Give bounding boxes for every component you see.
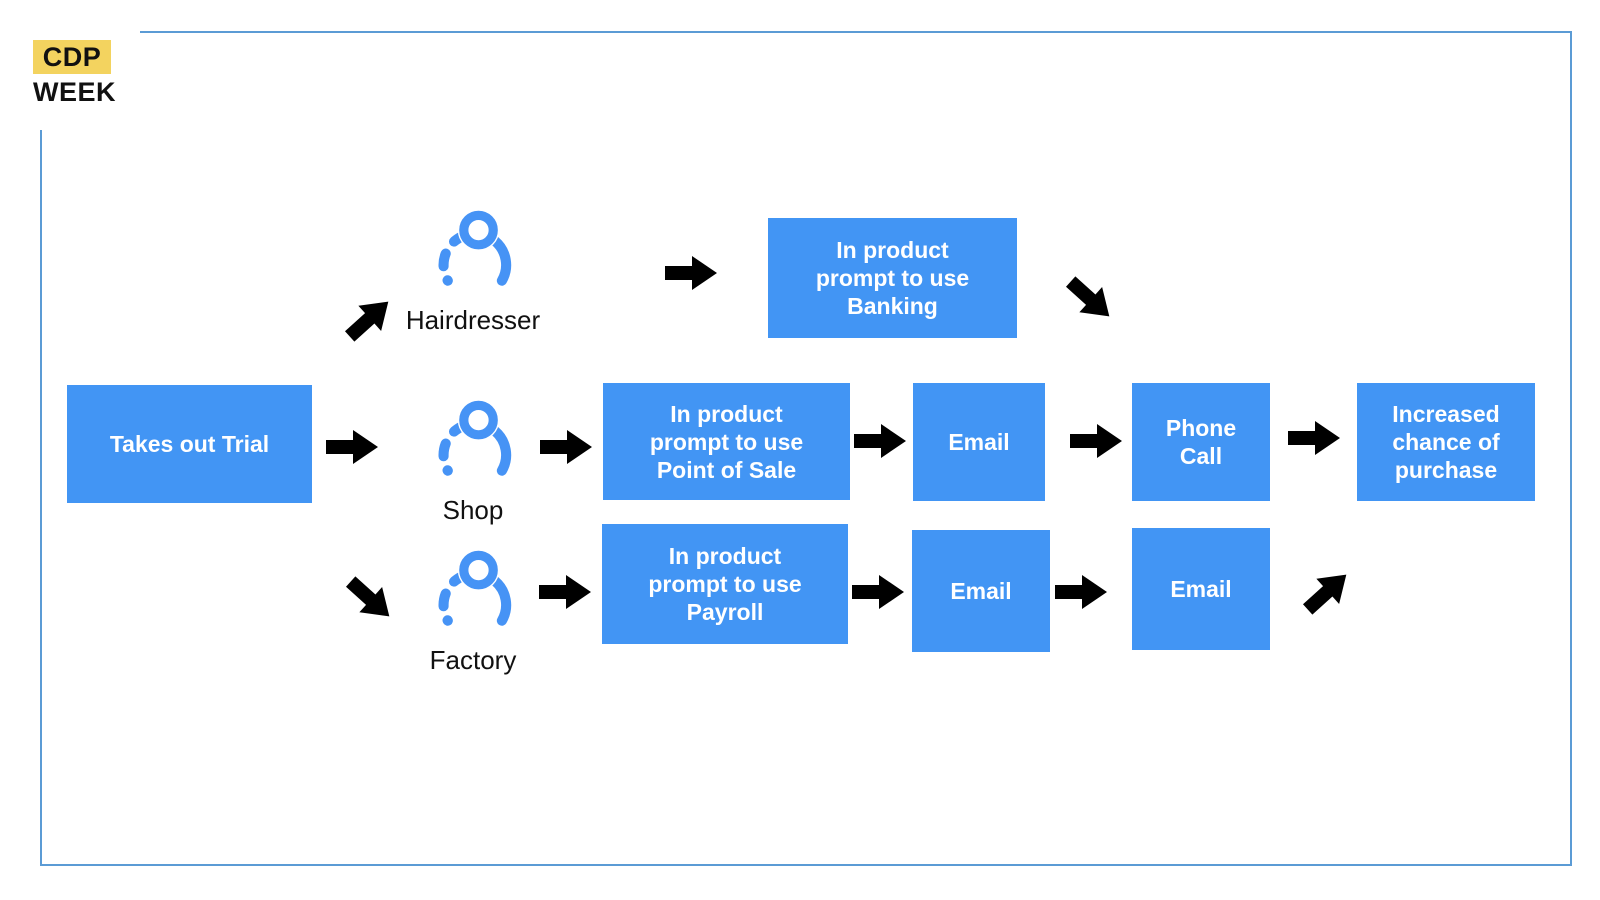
- persona-shop: Shop: [373, 398, 573, 526]
- node-label: Takes out Trial: [109, 431, 270, 457]
- arrow-right-icon: [539, 575, 591, 609]
- arrow-up-right-icon: [1296, 561, 1358, 623]
- arrow-right-icon: [854, 424, 906, 458]
- arrow-right-icon: [1055, 575, 1107, 609]
- node-email-middle: Email: [913, 383, 1045, 501]
- node-label: Increased chance of purchase: [1392, 401, 1500, 483]
- arrow-right-icon: [852, 575, 904, 609]
- persona-label: Factory: [429, 645, 517, 675]
- arrow-right-icon: [1070, 424, 1122, 458]
- frame-border-left: [40, 130, 42, 866]
- node-increased-chance: Increased chance of purchase: [1357, 383, 1535, 501]
- arrow-right-icon: [665, 256, 717, 290]
- logo-badge: CDP: [33, 40, 111, 74]
- frame-border-bottom: [40, 864, 1572, 866]
- node-label: In product prompt to use Banking: [815, 237, 970, 319]
- node-phone-call: Phone Call: [1132, 383, 1270, 501]
- node-email-bottom-2: Email: [1132, 528, 1270, 650]
- arrow-down-right-icon: [1059, 268, 1121, 330]
- node-email-bottom-1: Email: [912, 530, 1050, 652]
- node-prompt-point-of-sale: In product prompt to use Point of Sale: [603, 383, 850, 500]
- person-icon: [425, 398, 521, 490]
- persona-label: Shop: [442, 495, 504, 525]
- persona-label: Hairdresser: [405, 305, 541, 335]
- node-label: Email: [1170, 576, 1232, 602]
- node-prompt-payroll: In product prompt to use Payroll: [602, 524, 848, 644]
- frame-border-top: [140, 31, 1572, 33]
- arrow-right-icon: [540, 430, 592, 464]
- cdp-week-logo: CDP WEEK: [33, 40, 143, 108]
- node-label: Email: [950, 578, 1012, 604]
- node-label: Phone Call: [1165, 415, 1237, 469]
- persona-factory: Factory: [373, 548, 573, 676]
- person-icon: [425, 548, 521, 640]
- persona-hairdresser: Hairdresser: [373, 208, 573, 336]
- person-icon: [425, 208, 521, 300]
- node-label: In product prompt to use Point of Sale: [649, 400, 804, 483]
- node-prompt-banking: In product prompt to use Banking: [768, 218, 1017, 338]
- node-label: Email: [948, 429, 1010, 455]
- frame-border-right: [1570, 31, 1572, 866]
- logo-line1: CDP: [42, 41, 102, 72]
- node-takes-out-trial: Takes out Trial: [67, 385, 312, 503]
- arrow-right-icon: [1288, 421, 1340, 455]
- arrow-right-icon: [326, 430, 378, 464]
- logo-line2: WEEK: [33, 77, 116, 107]
- node-label: In product prompt to use Payroll: [648, 543, 802, 625]
